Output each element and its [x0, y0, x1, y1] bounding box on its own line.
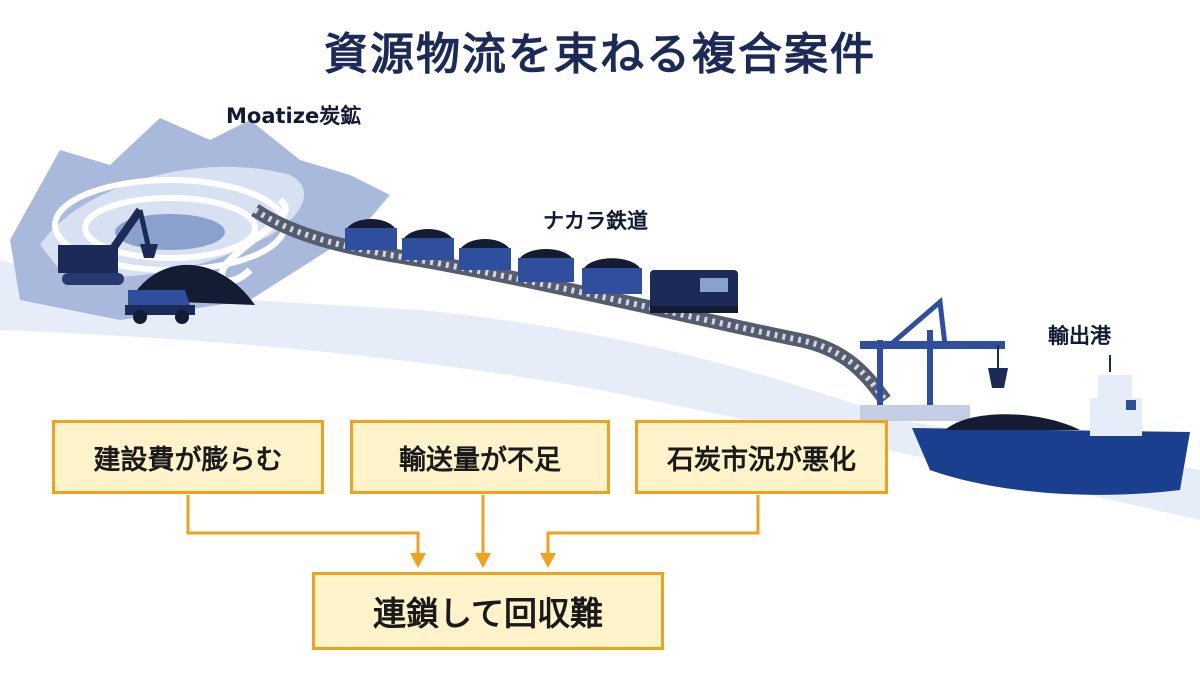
port-crane-icon — [860, 297, 1008, 408]
result-box: 連鎖して回収難 — [312, 572, 664, 650]
locomotive-icon — [650, 270, 738, 313]
quay — [860, 405, 970, 421]
page-title: 資源物流を束ねる複合案件 — [324, 29, 876, 80]
cause-box-transport-volume: 輸送量が不足 — [350, 420, 610, 494]
railway-label: ナカラ鉄道 — [543, 209, 648, 233]
mine-label: Moatize炭鉱 — [226, 104, 362, 128]
port-label: 輸出港 — [1048, 324, 1111, 348]
route-ground — [0, 260, 1200, 520]
rail-track — [251, 204, 891, 405]
bulk-ship-icon — [912, 355, 1190, 495]
excavator-icon — [58, 207, 158, 285]
cause-box-construction-cost: 建設費が膨らむ — [52, 420, 324, 494]
cause-box-coal-market: 石炭市況が悪化 — [635, 420, 888, 494]
coal-train-icon — [345, 219, 642, 294]
dump-truck-icon — [125, 290, 195, 324]
connector-arrows — [186, 495, 760, 555]
arrow-heads — [410, 553, 556, 568]
